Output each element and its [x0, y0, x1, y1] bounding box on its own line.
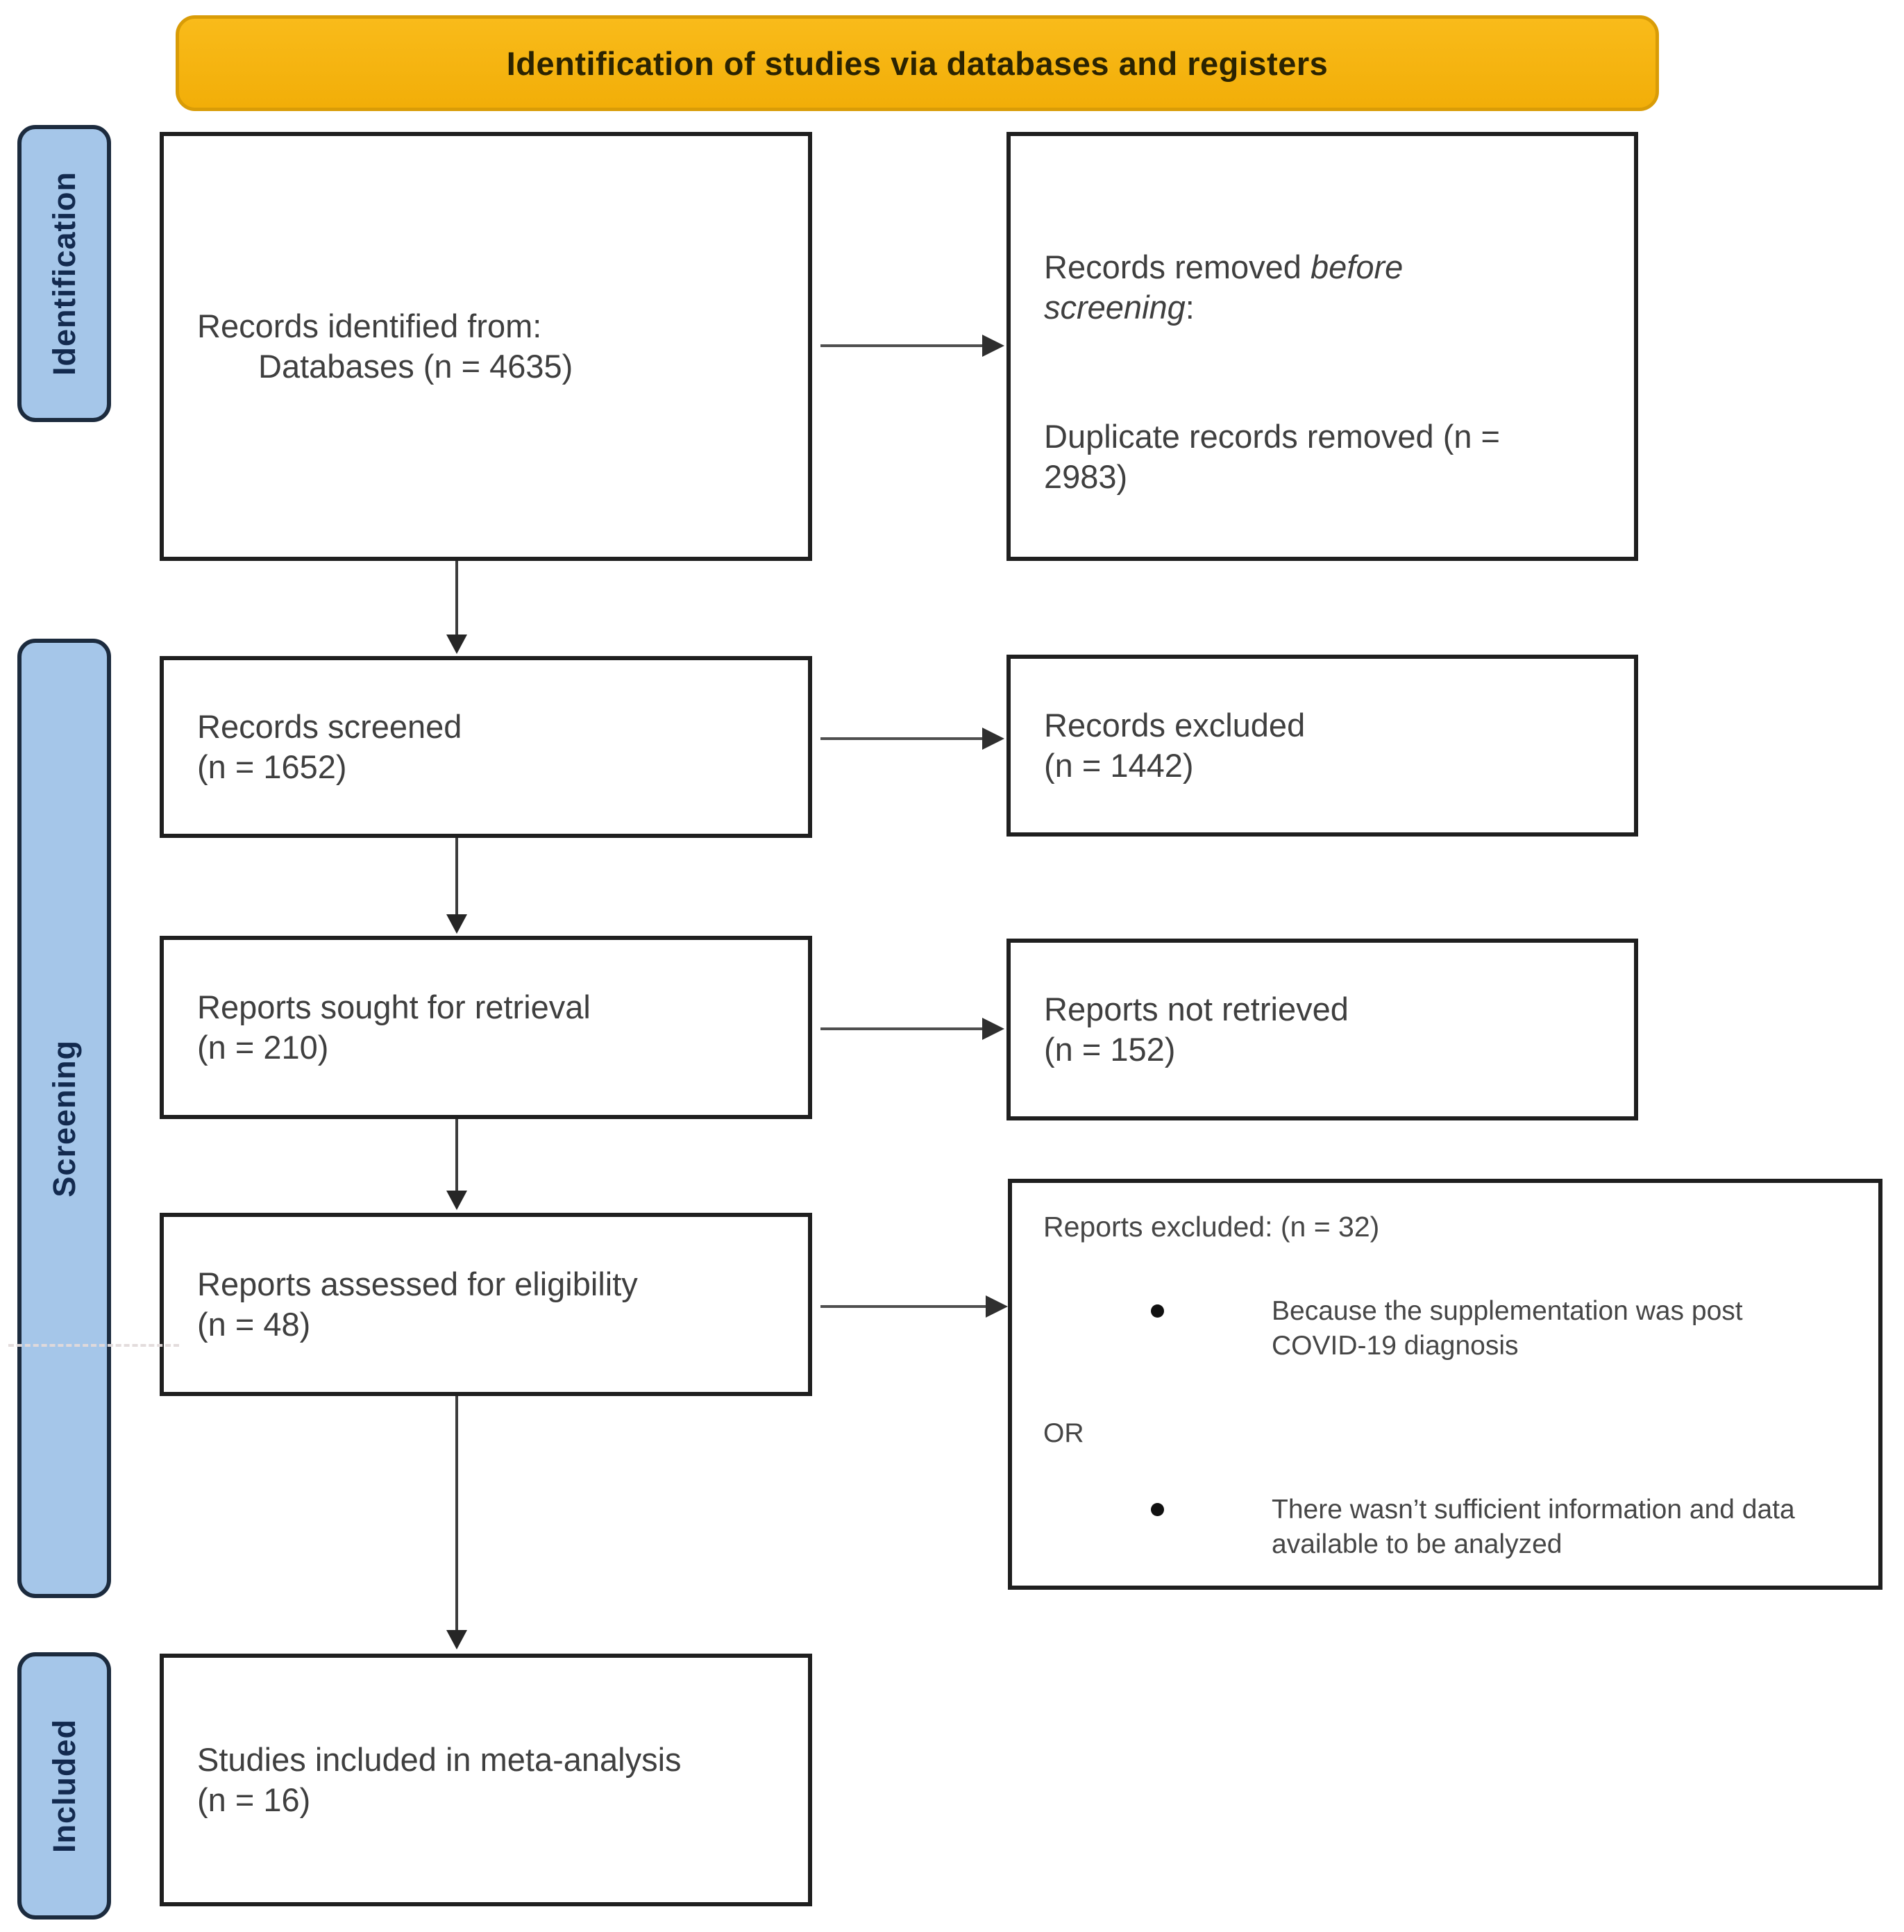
arrow-identified-to-screened [455, 561, 458, 635]
stage-label-identification: Identification [46, 171, 82, 376]
records-excluded-text: Records excluded (n = 1442) [1044, 707, 1306, 784]
stage-label-included: Included [46, 1718, 82, 1853]
banner: Identification of studies via databases … [176, 15, 1659, 111]
arrow-sought-to-assessed [455, 1119, 458, 1191]
exclusion-reason-2: There wasn’t sufficient information and … [1043, 1493, 1840, 1562]
arrow-assessed-to-excluded-reasons [820, 1305, 986, 1308]
stage-bar-included: Included [17, 1652, 111, 1920]
bullet-icon [1151, 1304, 1164, 1318]
box-records-identified: Records identified from: Databases (n = … [160, 132, 812, 561]
records-identified-line2: Databases (n = 4635) [258, 348, 573, 385]
banner-title: Identification of studies via databases … [506, 44, 1329, 82]
arrow-identified-to-removed [820, 344, 982, 347]
box-reports-sought: Reports sought for retrieval (n = 210) [160, 936, 812, 1119]
records-identified-line1: Records identified from: [197, 308, 542, 344]
box-reports-not-retrieved: Reports not retrieved (n = 152) [1006, 939, 1638, 1120]
arrow-assessed-to-included [455, 1396, 458, 1630]
box-reports-excluded-reasons: Reports excluded: (n = 32) Because the s… [1008, 1179, 1882, 1590]
records-removed-italic: before screening [1044, 249, 1404, 326]
box-records-excluded: Records excluded (n = 1442) [1006, 655, 1638, 837]
or-label: OR [1043, 1418, 1084, 1448]
box-studies-included: Studies included in meta-analysis (n = 1… [160, 1654, 812, 1906]
bullet-icon [1151, 1503, 1164, 1516]
exclusion-reason-1: Because the supplementation was post COV… [1043, 1294, 1840, 1363]
box-records-removed: Records removed before screening: Duplic… [1006, 132, 1638, 561]
studies-included-text: Studies included in meta-analysis (n = 1… [197, 1741, 682, 1818]
box-reports-assessed: Reports assessed for eligibility (n = 48… [160, 1213, 812, 1396]
arrow-screened-to-excluded [820, 737, 982, 740]
records-removed-paragraph1: Records removed before screening: [1044, 247, 1596, 328]
records-removed-prefix: Records removed [1044, 249, 1311, 285]
box-records-screened: Records screened (n = 1652) [160, 656, 812, 838]
reports-sought-text: Reports sought for retrieval (n = 210) [197, 989, 591, 1066]
scan-artifact-dashed-line [8, 1344, 179, 1347]
arrow-sought-to-not-retrieved [820, 1027, 982, 1030]
stage-label-screening: Screening [46, 1039, 82, 1198]
stage-bar-screening: Screening [17, 639, 111, 1598]
reports-excluded-title: Reports excluded: (n = 32) [1043, 1211, 1380, 1243]
reports-not-retrieved-text: Reports not retrieved (n = 152) [1044, 991, 1349, 1068]
exclusion-reason-1-text: Because the supplementation was post COV… [1272, 1296, 1743, 1361]
records-screened-text: Records screened (n = 1652) [197, 708, 462, 785]
reports-assessed-text: Reports assessed for eligibility (n = 48… [197, 1266, 638, 1343]
exclusion-reason-2-text: There wasn’t sufficient information and … [1272, 1495, 1795, 1559]
records-removed-suffix: : [1185, 289, 1195, 326]
stage-bar-identification: Identification [17, 125, 111, 422]
records-removed-paragraph2: Duplicate records removed (n = 2983) [1044, 418, 1500, 495]
arrow-screened-to-sought [455, 838, 458, 914]
